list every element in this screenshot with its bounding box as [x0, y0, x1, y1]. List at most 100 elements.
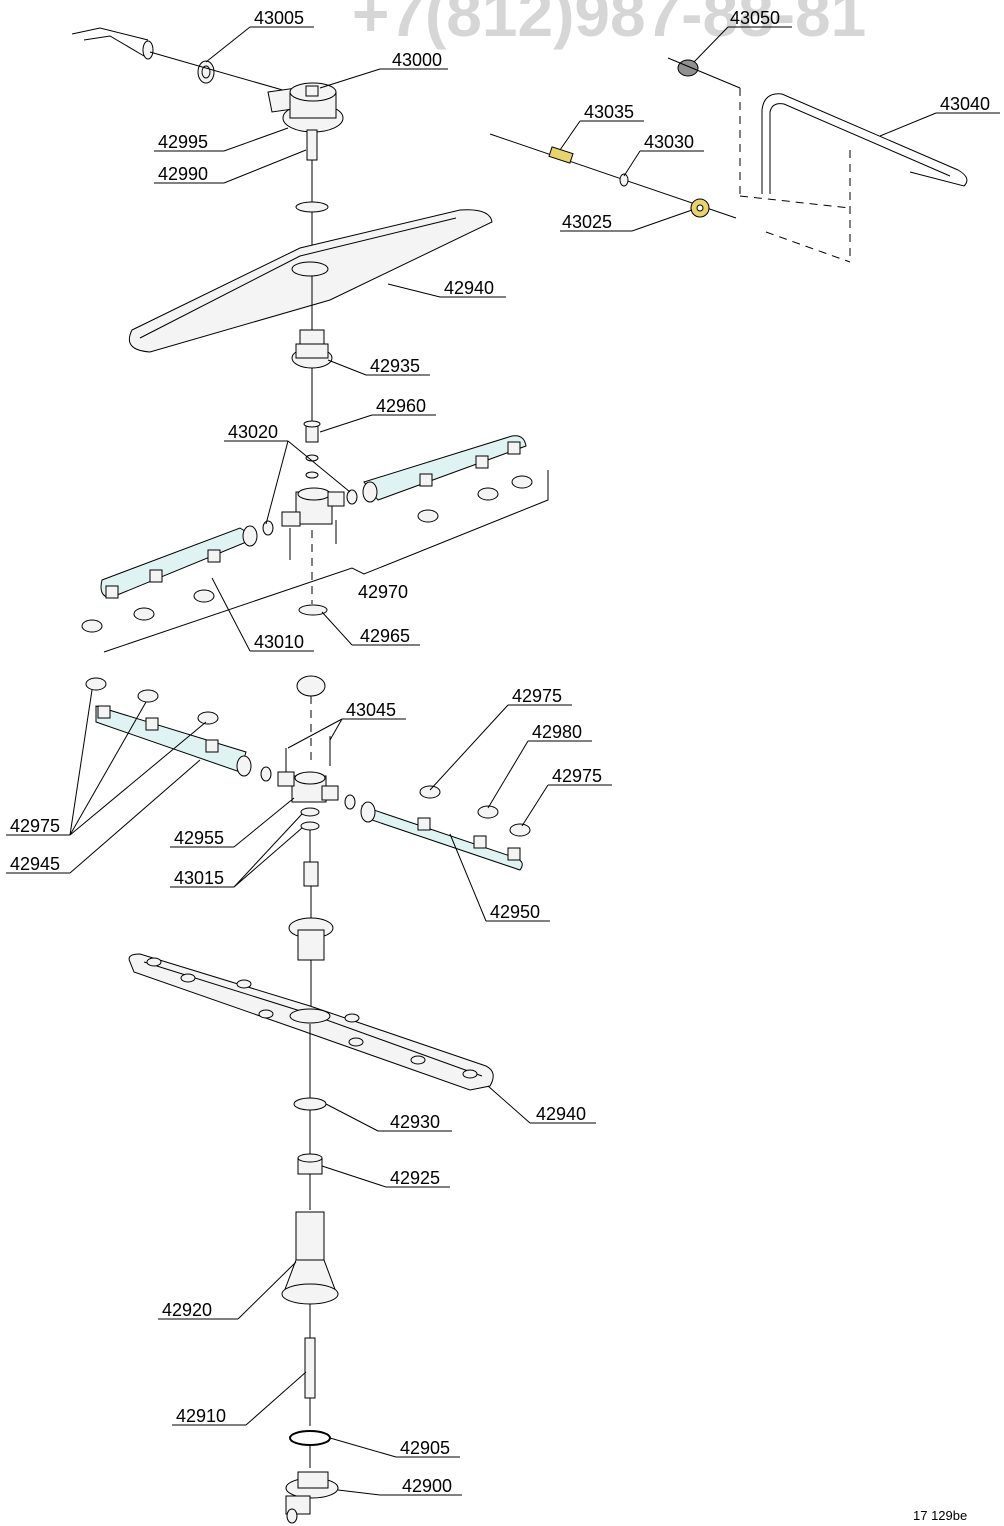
- callout-42900: 42900: [337, 1476, 462, 1496]
- leader-line: [287, 718, 343, 749]
- part-number-label: 42925: [390, 1168, 440, 1188]
- part-number-label: 43050: [730, 8, 780, 28]
- o-ring-d: [300, 821, 320, 831]
- callout-42970: 42970: [358, 582, 408, 602]
- part-number-label: 43025: [562, 212, 612, 232]
- part-number-label: 43010: [254, 632, 304, 652]
- part-number-label: 42940: [444, 278, 494, 298]
- callout-43010: 43010: [211, 577, 314, 652]
- part-number-label: 43015: [174, 868, 224, 888]
- threaded-connector: [303, 861, 319, 887]
- watermark-text: +7(812)987-88-81: [352, 0, 866, 50]
- callout-42930: 42930: [325, 1103, 452, 1132]
- leader-line: [623, 150, 641, 177]
- callout-42940b: 42940: [487, 1085, 596, 1124]
- leader-line: [387, 283, 441, 298]
- leader-line: [223, 149, 307, 184]
- part-number-label: 42990: [158, 164, 208, 184]
- leader-line: [321, 611, 353, 646]
- leader-line: [233, 827, 303, 888]
- part-number-label: 42930: [390, 1112, 440, 1132]
- drawing-code: 17 129be: [913, 1508, 967, 1523]
- part-number-label: 42940: [536, 1104, 586, 1124]
- leader-line: [69, 759, 201, 874]
- callout-42975c: 42975: [6, 689, 207, 836]
- leader-line: [69, 721, 207, 836]
- middle-hub-block: [281, 487, 345, 527]
- callout-42980: 42980: [487, 722, 592, 809]
- bent-pipe-43040: [761, 93, 968, 194]
- callout-42955: 42955: [170, 797, 295, 848]
- leader-line: [69, 689, 93, 836]
- callout-42945: 42945: [6, 759, 201, 874]
- callout-42910: 42910: [172, 1371, 307, 1426]
- leader-line: [233, 797, 295, 848]
- callout-43025: 43025: [560, 209, 693, 232]
- o-ring-b: [305, 471, 319, 479]
- nut-43025: [690, 198, 710, 218]
- callout-42940a: 42940: [387, 278, 506, 298]
- arm-tube-upper-right: [346, 435, 533, 523]
- callout-42995: 42995: [154, 127, 289, 152]
- threaded-nut-lower: [288, 917, 334, 961]
- grommet-43050: [677, 59, 699, 77]
- part-number-label: 42975: [10, 816, 60, 836]
- part-number-label: 42920: [162, 1300, 212, 1320]
- callout-42975b: 42975: [521, 766, 612, 827]
- leader-line: [223, 127, 289, 152]
- feed-pipe: [71, 27, 154, 60]
- part-number-label: 43005: [254, 8, 304, 28]
- part-number-label: 42950: [490, 902, 540, 922]
- part-number-label: 43040: [940, 94, 990, 114]
- arm-tube-lower-left: [85, 677, 252, 777]
- leader-line: [237, 1261, 297, 1320]
- leader-line: [211, 577, 251, 652]
- leader-line: [521, 784, 549, 827]
- leader-line: [631, 209, 693, 232]
- leader-line: [325, 1103, 379, 1132]
- leader-line: [487, 1085, 531, 1124]
- leader-line: [449, 833, 487, 922]
- callout-42960: 42960: [319, 396, 436, 433]
- callout-43050: 43050: [693, 8, 792, 63]
- leader-line: [205, 26, 251, 63]
- part-number-label: 42905: [400, 1438, 450, 1458]
- leader-line: [429, 704, 509, 791]
- part-number-label: 42975: [512, 686, 562, 706]
- leader-line: [329, 718, 343, 741]
- callout-42965: 42965: [321, 611, 420, 646]
- callout-43005: 43005: [205, 8, 314, 63]
- callout-42920: 42920: [158, 1261, 297, 1320]
- leader-line: [327, 359, 367, 376]
- arm-tube-upper-left: [81, 520, 274, 633]
- leader-line: [337, 1489, 381, 1496]
- cap-top: [296, 675, 326, 697]
- arm-group-outline: [103, 470, 549, 653]
- leader-line: [69, 701, 147, 836]
- part-number-label: 42970: [358, 582, 408, 602]
- callout-42925: 42925: [321, 1165, 450, 1188]
- part-number-label: 43000: [392, 50, 442, 70]
- connector-42960: [303, 420, 321, 443]
- part-number-label: 42935: [370, 356, 420, 376]
- upper-spray-arm: [128, 209, 493, 353]
- callout-43000: 43000: [319, 50, 448, 89]
- part-number-label: 42960: [376, 396, 426, 416]
- part-number-label: 42965: [360, 626, 410, 646]
- ring-43030: [619, 173, 629, 187]
- o-ring-42905: [289, 1430, 331, 1446]
- callout-43040: 43040: [879, 94, 1000, 137]
- leader-line: [879, 112, 937, 137]
- routing-dash-c: [765, 231, 851, 263]
- callout-42905: 42905: [329, 1437, 460, 1458]
- leader-line: [287, 440, 351, 493]
- leader-line: [321, 1165, 387, 1188]
- callout-42990: 42990: [154, 149, 307, 184]
- leader-line: [487, 740, 529, 809]
- callout-43020: 43020: [224, 422, 351, 525]
- leader-line: [265, 440, 289, 525]
- callout-42975a: 42975: [429, 686, 572, 791]
- part-number-label: 43045: [346, 700, 396, 720]
- leader-line: [329, 1437, 397, 1458]
